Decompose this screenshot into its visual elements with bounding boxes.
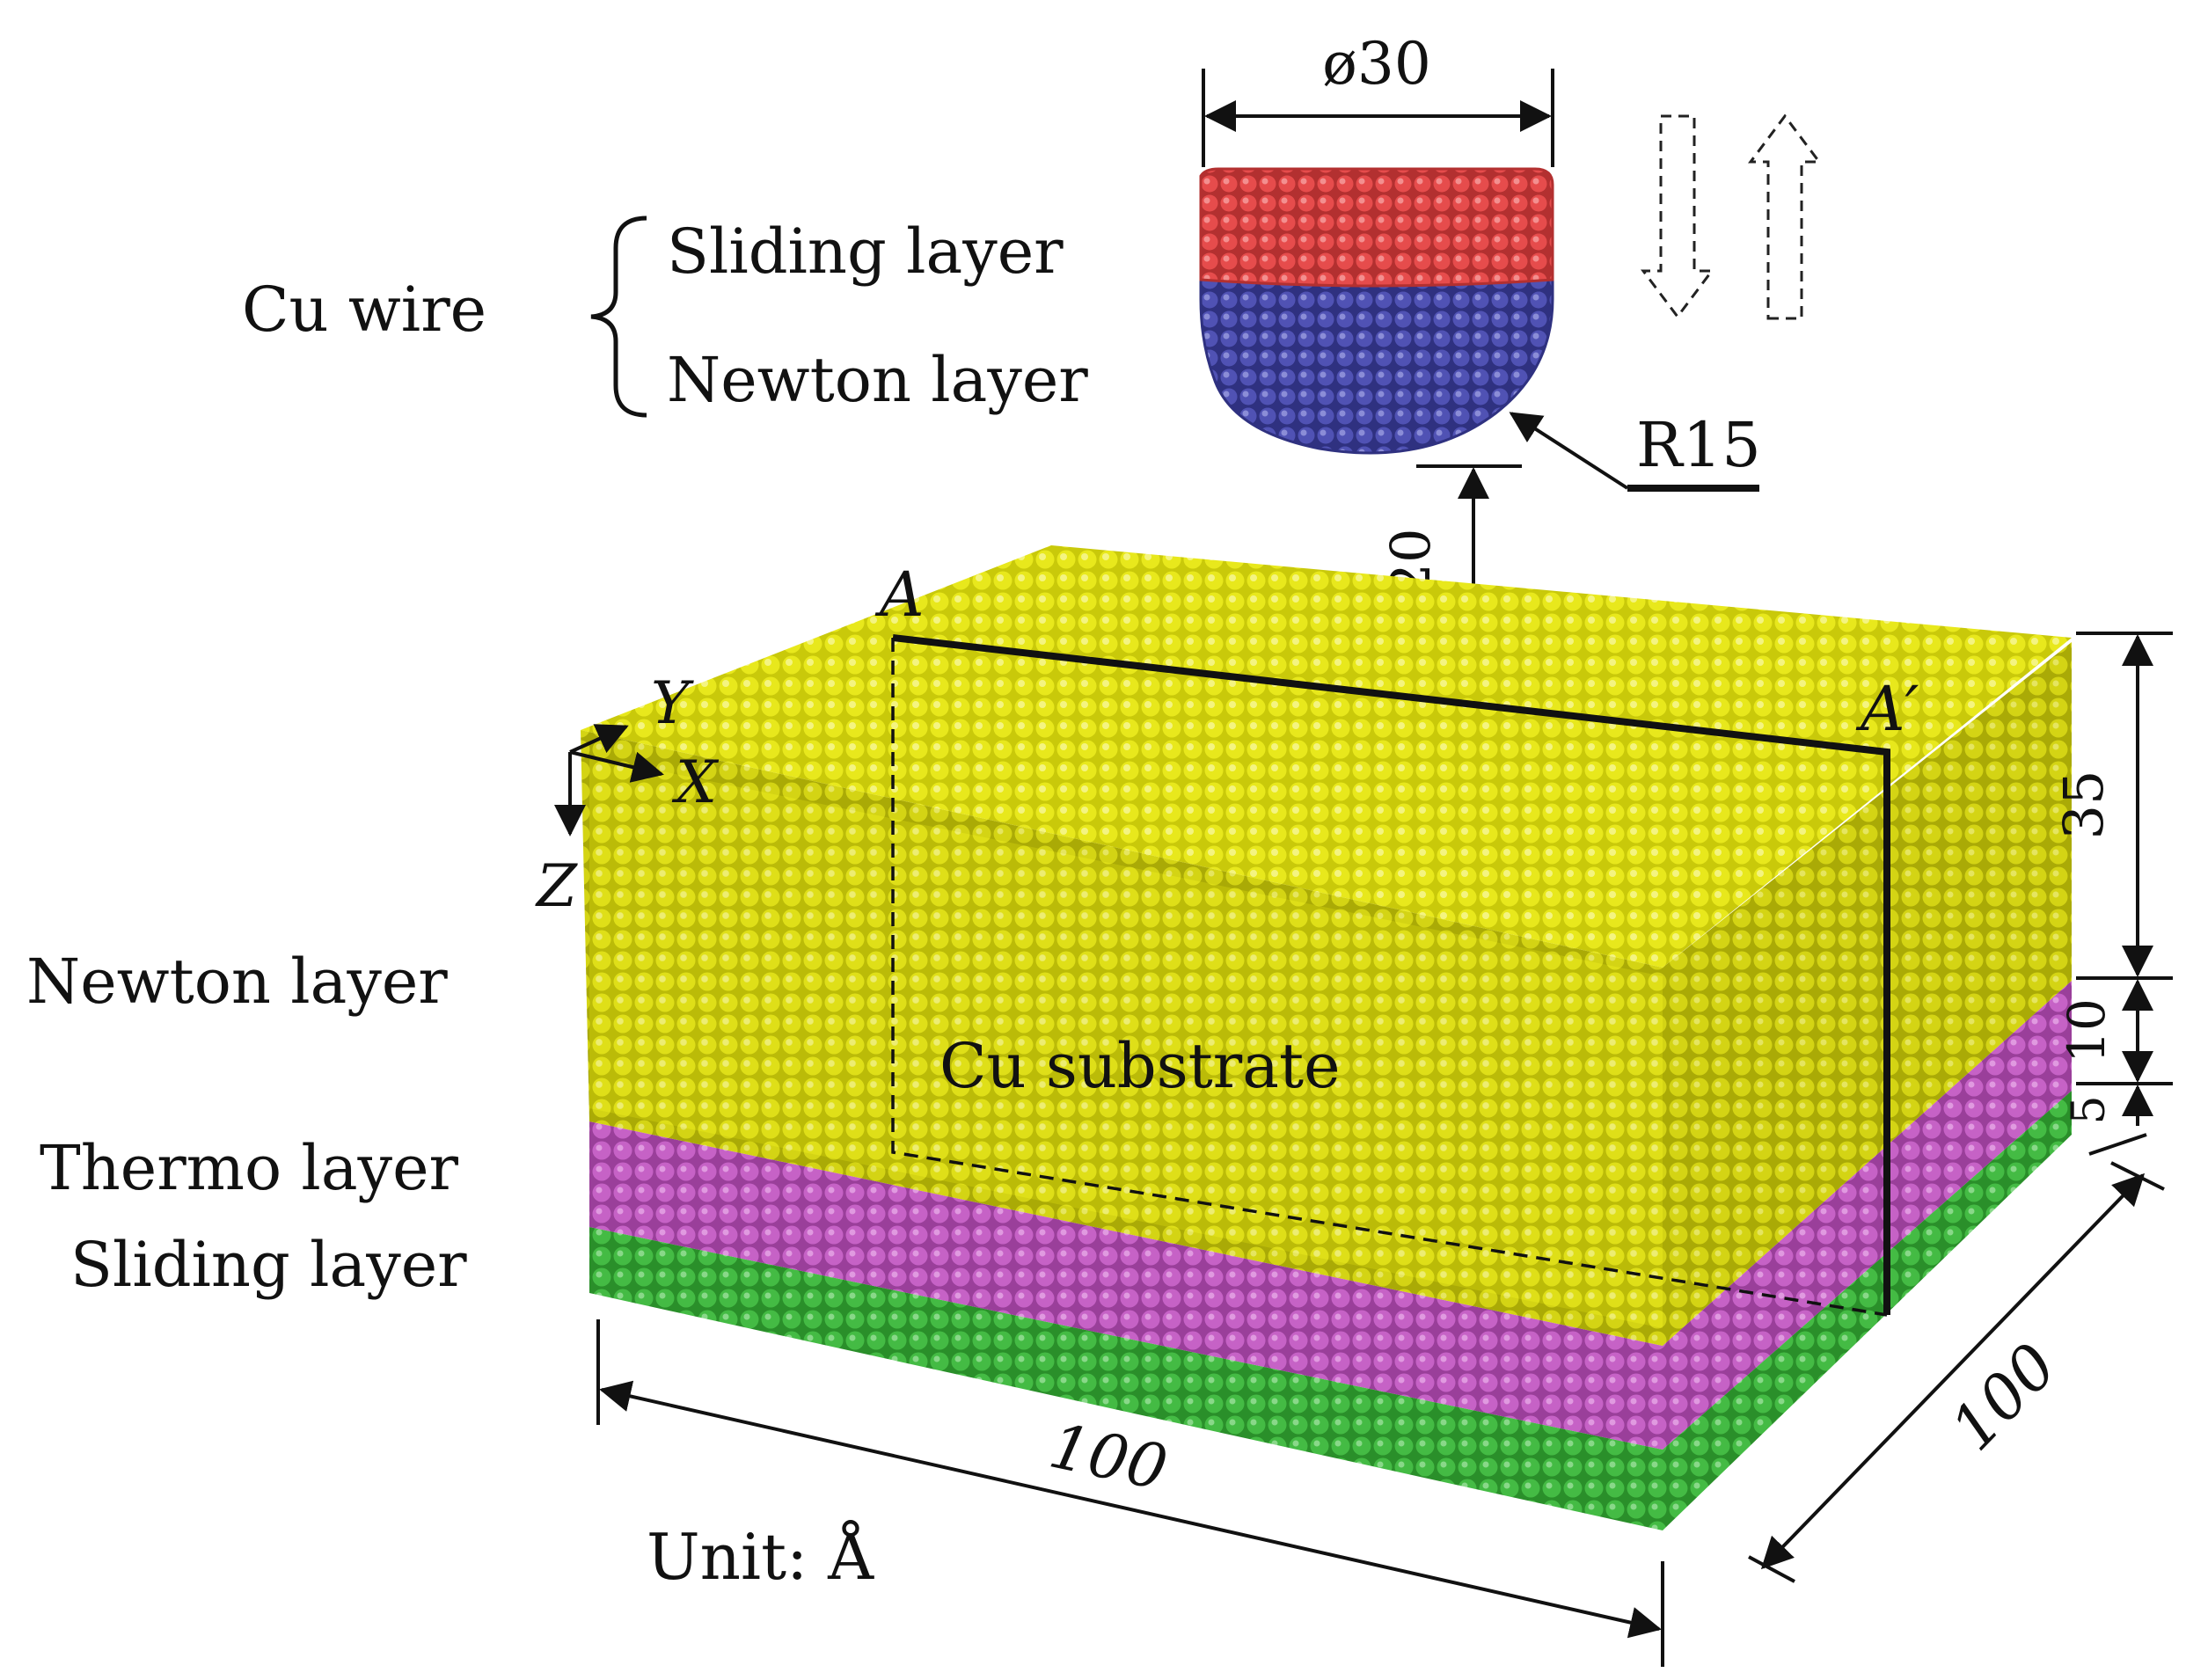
axis-y-label: Y: [651, 669, 694, 737]
wire-sliding-layer: [1199, 167, 1554, 288]
up-arrow-icon: [1748, 113, 1822, 320]
length-x-label: 100: [1043, 1410, 1173, 1505]
substrate-label: Cu substrate: [939, 1030, 1341, 1102]
substrate-legend: Newton layer Thermo layer Sliding layer: [26, 946, 467, 1301]
height-newton-label: 35: [2051, 771, 2116, 840]
wire-newton-label: Newton layer: [667, 344, 1088, 416]
length-y-label: 100: [1937, 1330, 2071, 1465]
motion-arrows: [1641, 113, 1822, 320]
height-sliding-label: 5: [2063, 1095, 2116, 1124]
sub-top-face: [581, 545, 2072, 968]
wire-group-label: Cu wire: [242, 274, 486, 346]
axis-x-label: X: [671, 749, 720, 816]
height-dimensions: 35 10 5: [2051, 632, 2173, 1156]
unit-label: Unit: Å: [647, 1519, 874, 1594]
cu-substrate: [581, 545, 2072, 1530]
sub-thermo-label: Thermo layer: [40, 1132, 459, 1204]
point-a-label: A: [874, 559, 925, 631]
diameter-dimension: ø30: [1202, 30, 1554, 167]
wire-legend: Cu wire Sliding layer Newton layer: [242, 215, 1088, 418]
radius-callout: R15: [1509, 409, 1761, 492]
wire-newton-layer: [1199, 275, 1554, 455]
sub-sliding-label: Sliding layer: [70, 1229, 467, 1301]
diameter-label: ø30: [1322, 30, 1431, 98]
height-thermo-label: 10: [2057, 998, 2117, 1063]
radius-label: R15: [1636, 409, 1761, 481]
sub-newton-label: Newton layer: [26, 946, 448, 1018]
wire-sliding-label: Sliding layer: [667, 215, 1064, 288]
section-a-a-prime: A A′ Cu substrate: [874, 559, 1919, 1317]
curly-brace-icon: [590, 215, 647, 418]
point-a-prime-label: A′: [1855, 673, 1919, 745]
sub-sliding-front: [589, 1091, 2072, 1530]
cu-wire: [1199, 167, 1554, 455]
sub-front-slope: [589, 756, 1663, 1328]
down-arrow-icon: [1641, 114, 1714, 319]
coordinate-axes: Y X Z: [535, 669, 720, 920]
sub-thermo-front: [589, 981, 2072, 1450]
axis-z-label: Z: [535, 852, 578, 920]
